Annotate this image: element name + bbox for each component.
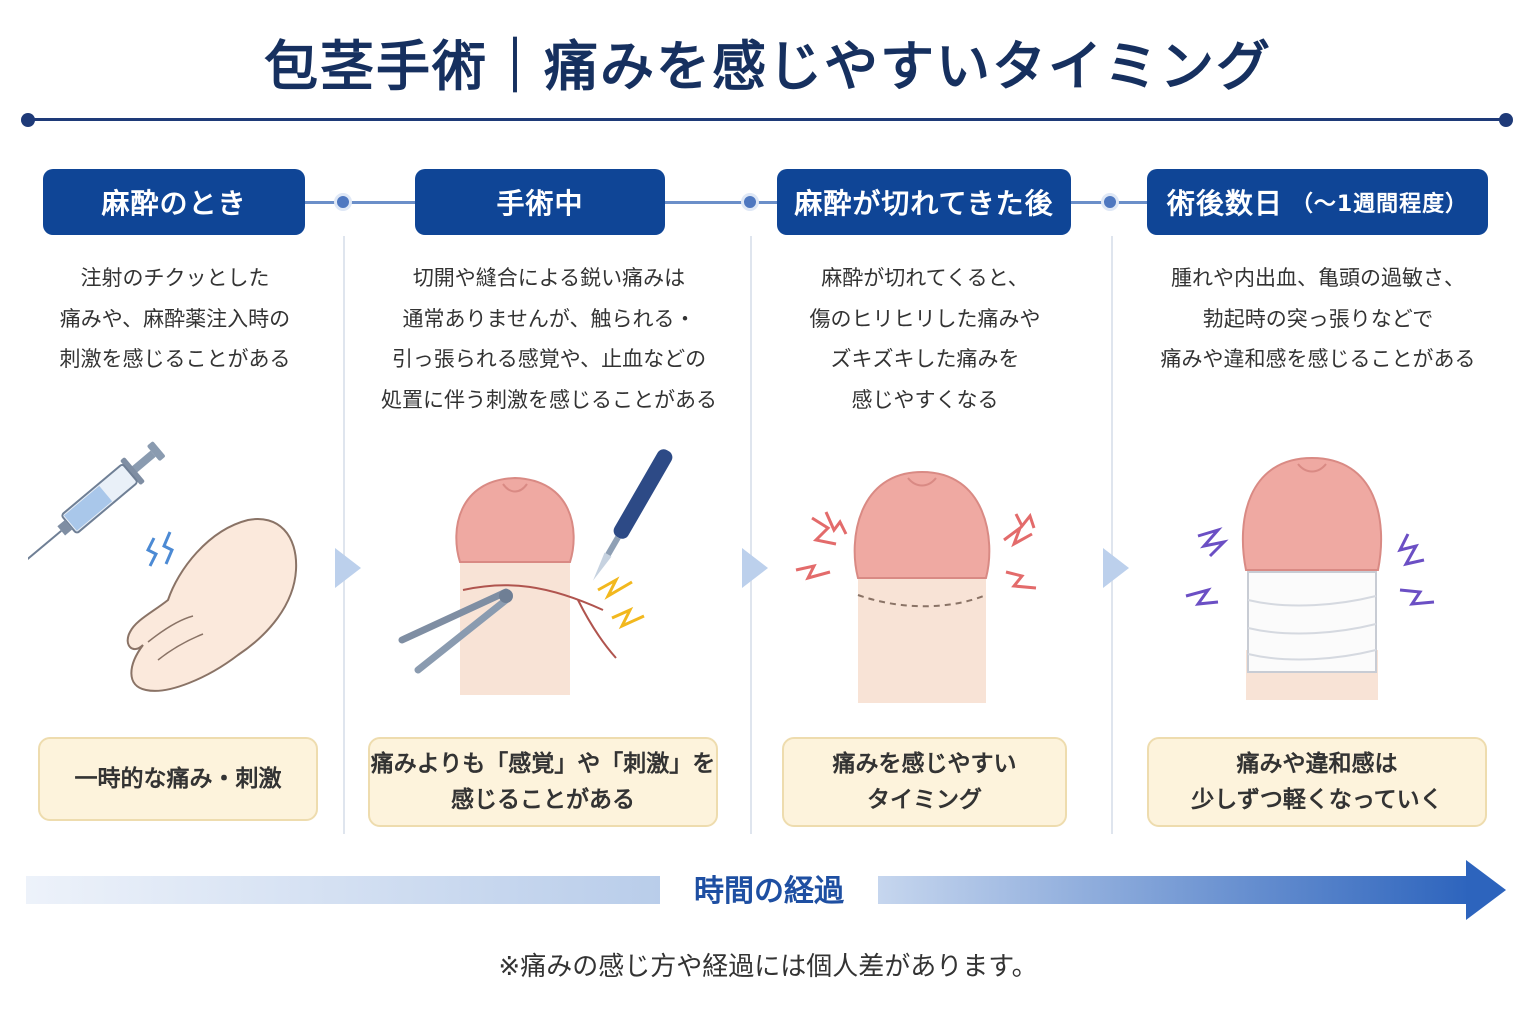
description-line: ズキズキした痛みを <box>830 347 1020 371</box>
stage-note-post-op: 痛みや違和感は 少しずつ軽くなっていく <box>1147 737 1487 827</box>
syringe-hand-illustration <box>28 441 298 692</box>
note-line: 少しずつ軽くなっていく <box>1191 787 1443 813</box>
page-title: 包茎手術｜痛みを感じやすいタイミング <box>264 35 1272 98</box>
column-divider-2 <box>750 236 752 834</box>
description-line: 麻酔が切れてくると、 <box>821 266 1029 290</box>
pain-lines-left-icon <box>795 511 848 581</box>
description-line: 腫れや内出血、亀頭の過敏さ、 <box>1171 266 1465 290</box>
time-arrow-icon <box>1466 860 1506 920</box>
timeline-dot-2 <box>741 193 759 211</box>
timeline-connector-2 <box>665 201 777 204</box>
stage-header-label: 術後数日 <box>1166 187 1283 220</box>
description-line: 注射のチクッとした <box>80 266 270 290</box>
description-line: 処置に伴う刺激を感じることがある <box>381 387 717 412</box>
forceps-icon <box>398 588 513 674</box>
stage-header-label: 麻酔のとき <box>101 187 247 220</box>
note-line: 感じることがある <box>451 787 635 813</box>
stage-header-anesthesia-wearing-off: 麻酔が切れてきた後 <box>777 169 1071 235</box>
stage-note-wearing-off: 痛みを感じやすい タイミング <box>782 737 1067 827</box>
title-rule <box>28 118 1506 121</box>
title-rule-left-dot <box>21 113 35 127</box>
syringe-icon <box>28 441 165 595</box>
note-line: 痛みや違和感は <box>1236 751 1398 777</box>
timeline-connector-1 <box>305 201 415 204</box>
description-line: 引っ張られる感覚や、止血などの <box>391 347 707 371</box>
flow-arrow-1 <box>335 548 361 588</box>
stage-description-wearing-off: 麻酔が切れてくると、 傷のヒリヒリした痛みや ズキズキした痛みを 感じやすくなる <box>765 258 1085 420</box>
column-divider-1 <box>343 236 345 834</box>
surgery-illustration <box>398 449 673 695</box>
stage-description-post-op: 腫れや内出血、亀頭の過敏さ、 勃起時の突っ張りなどで 痛みや違和感を感じることが… <box>1128 258 1508 380</box>
description-line: 刺激を感じることがある <box>59 347 291 371</box>
discomfort-lines-right-icon <box>1397 533 1435 606</box>
timeline-dot-1 <box>334 193 352 211</box>
bandage-icon <box>1247 571 1377 673</box>
pain-lines-right-icon <box>1003 512 1037 590</box>
description-line: 感じやすくなる <box>851 387 999 412</box>
flow-arrow-2 <box>742 548 768 588</box>
description-line: 痛みや、麻酔薬注入時の <box>59 306 291 331</box>
stage-header-sublabel: （〜1週間程度） <box>1290 192 1469 217</box>
note-line: 一時的な痛み・刺激 <box>74 766 282 792</box>
note-line: タイミング <box>867 787 982 813</box>
title-rule-right-dot <box>1499 113 1513 127</box>
hand-icon <box>126 517 298 692</box>
stage-header-anesthesia: 麻酔のとき <box>43 169 305 235</box>
note-line: 痛みを感じやすい <box>832 751 1017 777</box>
stage-header-during-surgery: 手術中 <box>415 169 665 235</box>
throbbing-pain-illustration <box>795 470 1037 703</box>
description-line: 傷のヒリヒリした痛みや <box>809 306 1041 331</box>
stage-description-anesthesia: 注射のチクッとした 痛みや、麻酔薬注入時の 刺激を感じることがある <box>30 258 320 380</box>
timeline-dot-3 <box>1101 193 1119 211</box>
description-line: 通常ありませんが、触られる・ <box>402 306 696 331</box>
column-divider-3 <box>1111 236 1113 834</box>
description-line: 切開や縫合による鋭い痛みは <box>412 266 686 290</box>
stage-header-label: 手術中 <box>496 187 584 220</box>
time-progress-bar-right <box>878 876 1470 904</box>
time-progress-label: 時間の経過 <box>694 874 844 909</box>
discomfort-lines-left-icon <box>1185 527 1229 606</box>
stage-header-label: 麻酔が切れてきた後 <box>794 187 1054 220</box>
description-line: 痛みや違和感を感じることがある <box>1160 347 1476 371</box>
scalpel-icon <box>593 449 673 581</box>
time-progress-bar-left <box>26 876 660 904</box>
stage-note-anesthesia: 一時的な痛み・刺激 <box>38 737 318 821</box>
footnote: ※痛みの感じ方や経過には個人差があります。 <box>498 952 1038 982</box>
stage-header-post-op-days: 術後数日 （〜1週間程度） <box>1147 169 1488 235</box>
stage-description-during-surgery: 切開や縫合による鋭い痛みは 通常ありませんが、触られる・ 引っ張られる感覚や、止… <box>352 258 746 420</box>
note-line: 痛みよりも「感覚」や「刺激」を <box>370 751 716 777</box>
description-line: 勃起時の突っ張りなどで <box>1202 306 1434 331</box>
flow-arrow-3 <box>1103 548 1129 588</box>
stage-note-during-surgery: 痛みよりも「感覚」や「刺激」を 感じることがある <box>368 737 718 827</box>
bandaged-illustration <box>1185 456 1435 700</box>
